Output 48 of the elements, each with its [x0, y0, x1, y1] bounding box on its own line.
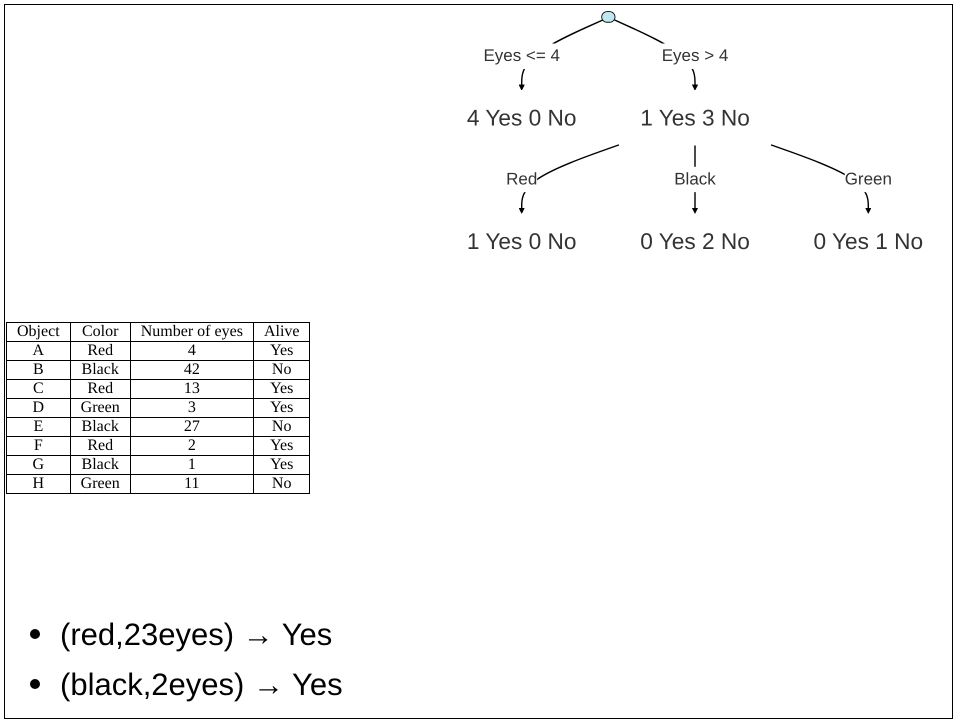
node-text: 1 Yes 0 No	[466, 228, 576, 254]
table-cell: Yes	[253, 456, 310, 474]
node-text: 4 Yes 0 No	[466, 105, 576, 131]
table-cell: No	[253, 360, 310, 380]
table-cell: H	[6, 474, 70, 494]
table-cell: D	[6, 398, 70, 418]
table-cell: No	[253, 474, 310, 494]
table-cell: Black	[70, 418, 130, 436]
table-cell: Yes	[253, 398, 310, 418]
table-cell: Green	[70, 474, 130, 494]
table-cell: 3	[130, 398, 254, 418]
edge-label: Red	[506, 170, 538, 189]
table-cell: Red	[70, 342, 130, 360]
edge-label: Eyes > 4	[662, 46, 728, 66]
table-cell: 13	[130, 380, 254, 398]
table-cell: Yes	[253, 342, 310, 360]
table-cell: 11	[130, 474, 254, 494]
table-cell: Red	[70, 380, 130, 398]
table-cell: Black	[70, 360, 130, 380]
header-cell: Color	[70, 322, 130, 342]
node-text: 0 Yes 2 No	[640, 228, 750, 254]
table-cell: Black	[70, 456, 130, 474]
table-cell: F	[6, 436, 70, 456]
bullet-text: (red,23eyes) → Yes	[60, 617, 332, 652]
table-cell: B	[6, 360, 70, 380]
table-cell: Red	[70, 436, 130, 456]
header-cell: Alive	[253, 322, 310, 342]
table-cell: 4	[130, 342, 254, 360]
table-cell: No	[253, 418, 310, 436]
table-cell: 2	[130, 436, 254, 456]
table-cell: G	[6, 456, 70, 474]
edge-label: Black	[674, 170, 716, 189]
node-text: 1 Yes 3 No	[640, 105, 750, 131]
header-cell: Object	[6, 322, 70, 342]
edge-label: Eyes <= 4	[483, 46, 560, 66]
table-cell: Green	[70, 398, 130, 418]
table-cell: Yes	[253, 380, 310, 398]
header-cell: Number of eyes	[130, 322, 254, 342]
bullet-text: (black,2eyes) → Yes	[60, 667, 343, 702]
node-text: 0 Yes 1 No	[814, 228, 924, 254]
edge-label: Green	[844, 170, 892, 189]
table-cell: 42	[130, 360, 254, 380]
table-cell: C	[6, 380, 70, 398]
table-cell: 1	[130, 456, 254, 474]
table-cell: E	[6, 418, 70, 436]
table-cell: 27	[130, 418, 254, 436]
table-cell: Yes	[253, 436, 310, 456]
table-cell: A	[6, 342, 70, 360]
